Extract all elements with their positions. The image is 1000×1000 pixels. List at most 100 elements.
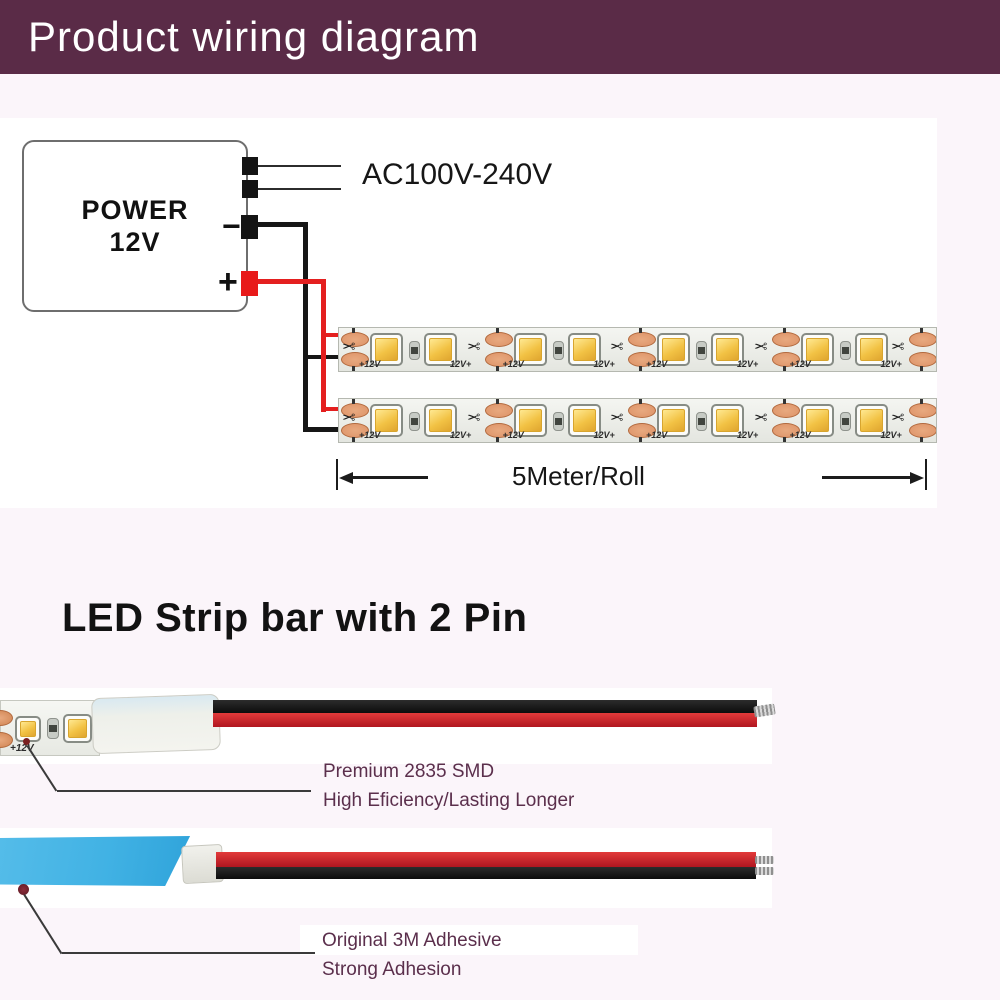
pad-label-12vplus: 12V+ xyxy=(450,359,472,369)
scissors-icon: ✂ xyxy=(891,410,905,427)
led-chip xyxy=(63,714,92,743)
led-chip xyxy=(370,404,403,437)
resistor xyxy=(552,412,564,431)
scissors-icon: ✂ xyxy=(466,339,480,356)
ac-terminal-2 xyxy=(242,180,258,198)
closeup2-black-wire xyxy=(216,867,756,879)
cut-tick xyxy=(495,328,499,333)
negative-terminal xyxy=(241,215,258,239)
resistor xyxy=(839,341,851,360)
copper-pad xyxy=(909,332,936,347)
dimension-shaft-right xyxy=(822,476,911,479)
adhesive-note: Original 3M Adhesive Strong Adhesion xyxy=(322,926,502,984)
led-die xyxy=(375,338,398,361)
led-die xyxy=(20,721,36,737)
copper-pad xyxy=(0,710,13,726)
page-title: Product wiring diagram xyxy=(28,13,480,60)
cut-tick xyxy=(352,328,355,333)
led-die xyxy=(375,409,398,432)
pad-label-12vplus: 12V+ xyxy=(737,359,759,369)
copper-pad xyxy=(771,423,800,438)
ac-input-label: AC100V-240V xyxy=(362,158,553,191)
resistor xyxy=(696,341,707,360)
led-chip xyxy=(800,404,834,437)
cut-tick xyxy=(782,366,786,371)
plus-symbol: + xyxy=(218,263,238,301)
led-die xyxy=(662,409,685,432)
pad-label-plus12v: +12V xyxy=(359,359,381,369)
closeup1-red-wire xyxy=(213,713,757,727)
note-background-panel xyxy=(300,925,638,955)
copper-pad xyxy=(628,423,656,438)
resistor-band xyxy=(698,347,705,354)
resistor xyxy=(47,718,59,739)
cut-tick xyxy=(495,399,499,404)
dimension-tick-left xyxy=(336,459,338,490)
ac-lead-2 xyxy=(258,188,341,190)
dimension-shaft-left xyxy=(352,476,428,479)
cut-tick xyxy=(639,399,642,404)
led-chip xyxy=(424,404,457,437)
scissors-icon: ✂ xyxy=(466,410,480,427)
resistor-band xyxy=(49,725,57,732)
led-die xyxy=(572,338,596,361)
pad-label-plus12v: +12V xyxy=(789,359,811,369)
resistor-band xyxy=(841,418,849,425)
resistor xyxy=(409,341,420,360)
copper-pad xyxy=(771,352,800,367)
led-die xyxy=(805,409,829,432)
led-chip xyxy=(711,333,744,366)
pad-label-plus12v: +12V xyxy=(359,430,381,440)
led-die xyxy=(572,409,596,432)
scissors-icon: ✂ xyxy=(610,339,624,356)
minus-symbol: − xyxy=(222,208,241,244)
led-chip xyxy=(854,404,888,437)
leader-line-a-horizontal xyxy=(57,790,311,792)
resistor-band xyxy=(411,418,418,425)
resistor xyxy=(409,412,420,431)
pad-label-12vplus: 12V+ xyxy=(593,359,615,369)
led-die xyxy=(716,409,739,432)
copper-pad xyxy=(341,352,369,367)
led-chip xyxy=(657,404,690,437)
copper-pad xyxy=(341,423,369,438)
cut-tick xyxy=(782,328,786,333)
led-die xyxy=(859,409,883,432)
black-wire-vertical xyxy=(303,222,308,432)
cut-tick xyxy=(920,366,923,371)
red-wire-branch-strip2 xyxy=(321,407,341,411)
pad-label-plus12v: +12V xyxy=(646,430,668,440)
resistor-band xyxy=(554,347,562,354)
dimension-tick-right xyxy=(925,459,927,490)
black-wire-branch-strip2 xyxy=(303,427,341,432)
pad-label-plus12v: +12V xyxy=(10,743,34,754)
led-chip xyxy=(711,404,744,437)
scissors-icon: ✂ xyxy=(891,339,905,356)
scissors-icon: ✂ xyxy=(342,339,356,356)
led-chip xyxy=(567,404,601,437)
resistor xyxy=(696,412,707,431)
cut-tick xyxy=(352,437,355,442)
red-wire-vertical xyxy=(321,279,326,412)
scissors-icon: ✂ xyxy=(753,410,767,427)
pad-label-plus12v: +12V xyxy=(646,359,668,369)
black-wire-horizontal xyxy=(258,222,308,227)
copper-pad xyxy=(909,423,936,438)
cut-tick xyxy=(639,366,642,371)
pad-label-12vplus: 12V+ xyxy=(737,430,759,440)
pad-label-12vplus: 12V+ xyxy=(880,430,902,440)
resistor-band xyxy=(554,418,562,425)
copper-pad xyxy=(341,403,369,418)
pad-label-plus12v: +12V xyxy=(502,359,524,369)
roll-length-label: 5Meter/Roll xyxy=(512,461,645,491)
cut-tick xyxy=(495,366,499,371)
closeup1-black-wire xyxy=(213,700,757,713)
closeup2-red-wire xyxy=(216,852,756,867)
copper-pad xyxy=(628,403,656,418)
led-die xyxy=(716,338,739,361)
copper-pad xyxy=(909,352,936,367)
smd-note-line2: High Eficiency/Lasting Longer xyxy=(323,790,575,811)
cut-tick xyxy=(639,328,642,333)
strip-clip-connector xyxy=(91,693,221,755)
